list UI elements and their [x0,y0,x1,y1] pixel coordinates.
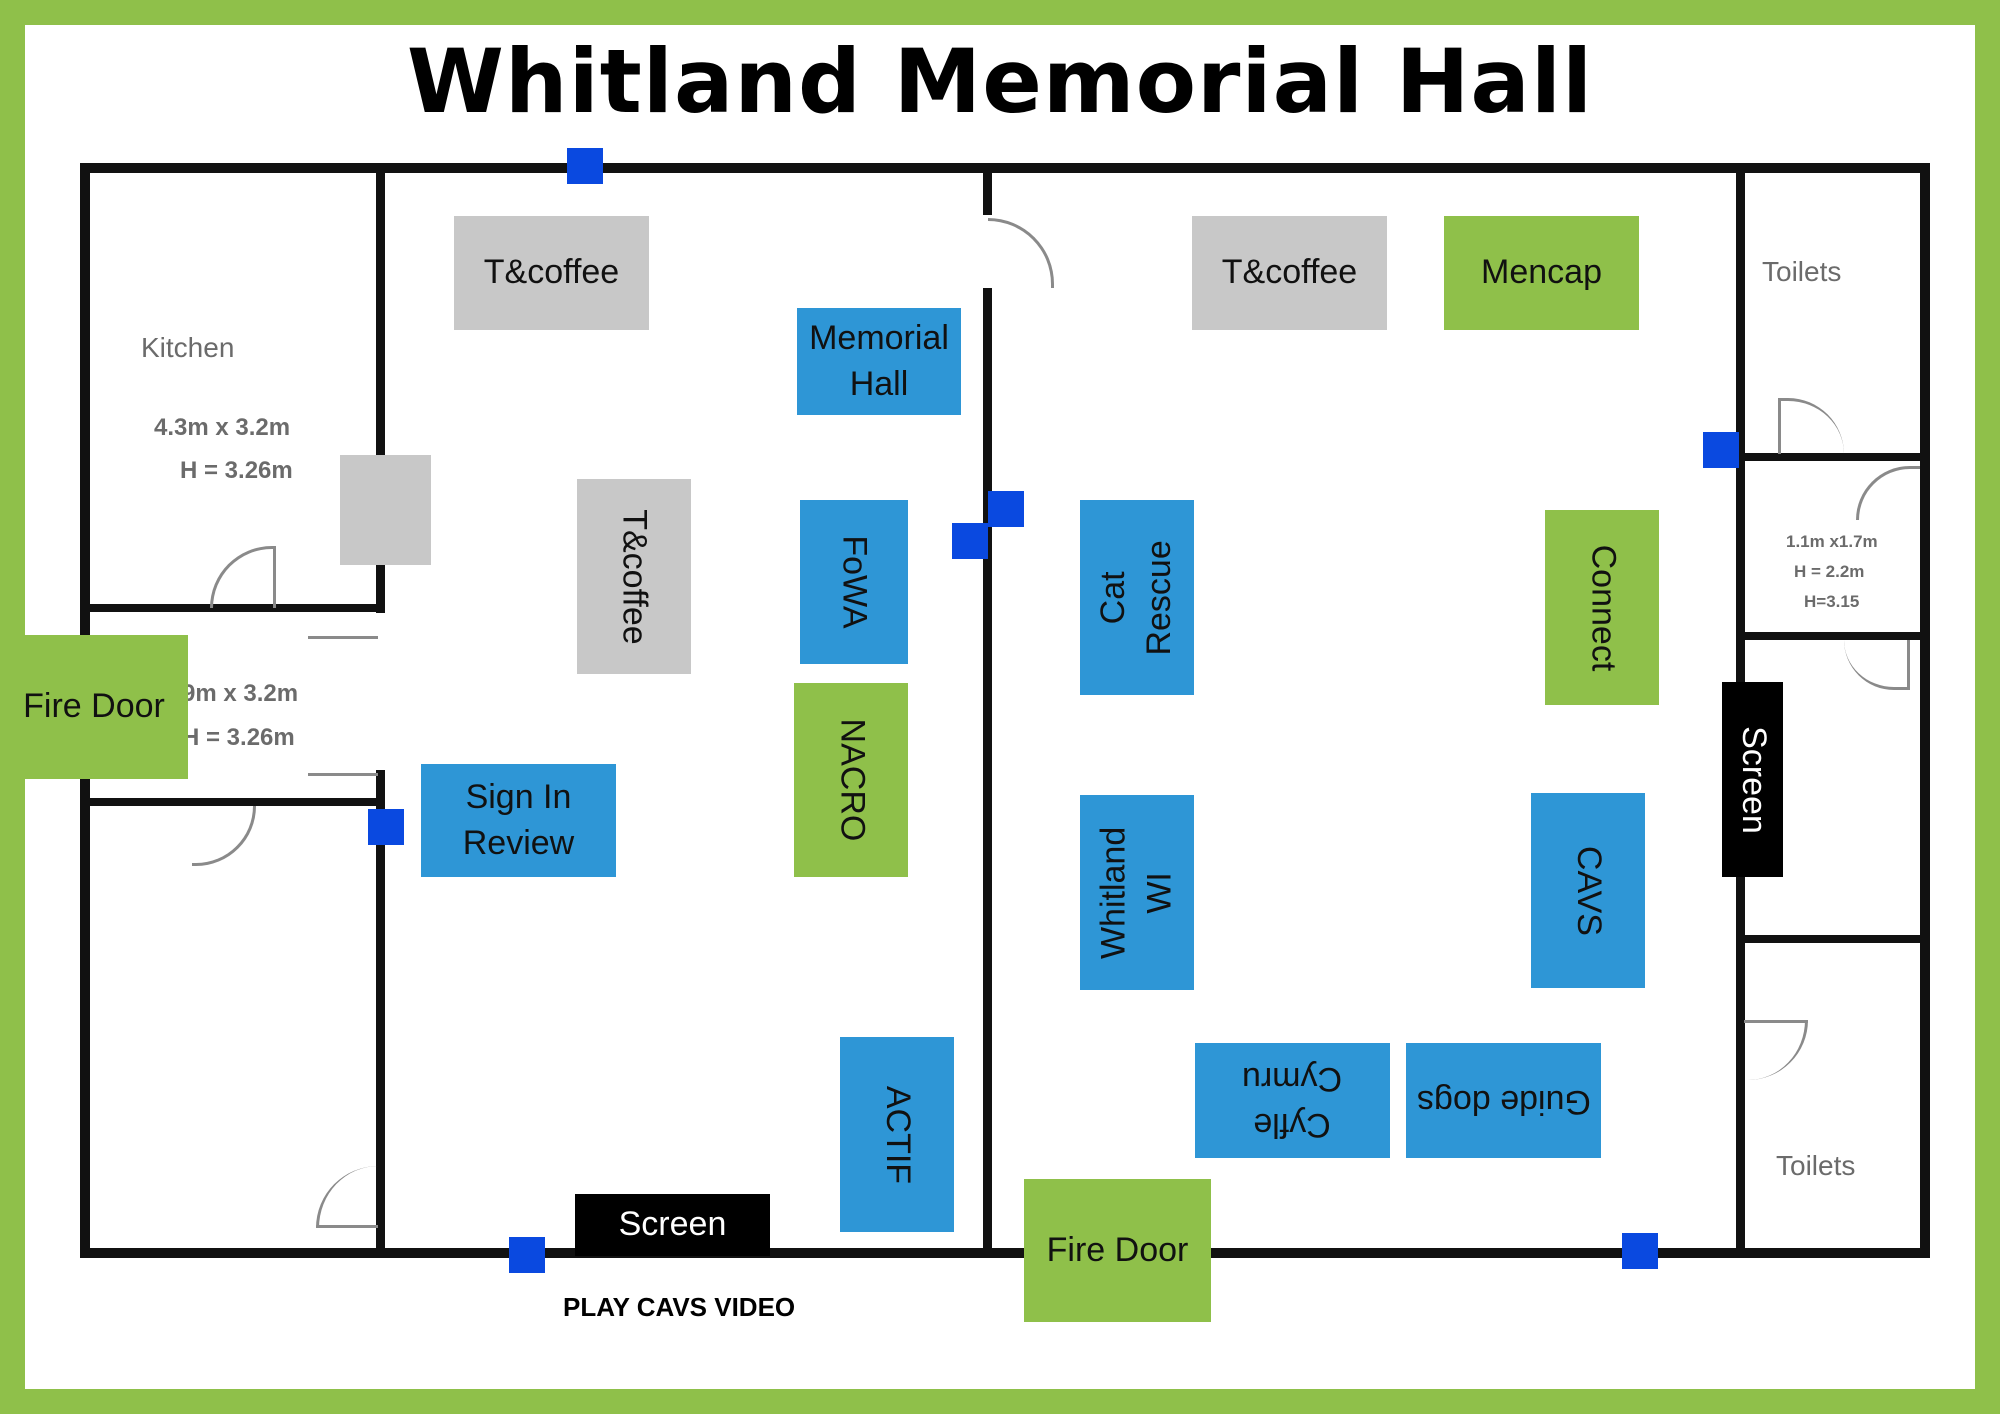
fire-door-left: Fire Door [0,635,188,779]
stall-cyfle-cymru: Cyfle Cymru [1195,1043,1390,1158]
side-room-dims: 9m x 3.2m [182,680,299,707]
kitchen-height: H = 3.26m [180,457,293,484]
stall-mencap: Mencap [1444,216,1639,330]
stall-label-line1: Cat [1094,571,1133,624]
stall-label: CAVS [1569,845,1608,936]
fire-door-label: Fire Door [23,687,165,726]
wall-side-room-bottom [80,798,385,806]
marker-top [567,148,603,184]
wall-bottom-left [80,1248,1025,1258]
stall-label: FoWA [835,535,874,629]
stall-label-group: Cyfle Cymru [1242,1055,1342,1147]
wall-toilets-div-1 [1736,453,1930,461]
kitchen-hatch [340,455,431,565]
stall-label-line2: Cymru [1242,1059,1343,1098]
stall-label-line2: Review [462,823,575,862]
fire-door-bottom: Fire Door [1024,1179,1211,1322]
stall-label: Mencap [1481,253,1602,292]
page-title: Whitland Memorial Hall [406,30,1594,133]
fire-door-label: Fire Door [1046,1230,1189,1269]
marker-bottom-right [1622,1233,1658,1269]
stall-sign-in-review: Sign In Review [421,764,616,877]
stall-label: Connect [1583,544,1622,671]
screen-bottom: Screen [575,1194,770,1256]
stall-label-group: Whitland WI [1091,826,1183,958]
play-video-note: PLAY CAVS VIDEO [563,1292,796,1322]
stall-label-line1: Memorial [809,318,949,357]
stall-guide-dogs: Guide dogs [1406,1043,1601,1158]
stall-label-line1: Cyfle [1253,1105,1332,1144]
marker-divider-upper [988,491,1024,527]
stall-cat-rescue: Cat Rescue [1080,500,1194,695]
stall-label-line2: Hall [849,364,909,403]
wall-kitchen-right-upper [376,163,385,613]
stall-fowa: FoWA [800,500,908,664]
stall-label: T&coffee [1221,253,1358,292]
stall-tcoffee-right: T&coffee [1192,216,1387,330]
toilets-bottom-label: Toilets [1776,1150,1856,1181]
marker-sign-in [368,809,404,845]
stall-label: T&coffee [483,253,620,292]
stall-label-line2: Rescue [1140,539,1178,656]
wall-right [1920,163,1930,1258]
screen-label: Screen [1734,725,1773,834]
stall-label: NACRO [832,718,871,842]
stall-whitland-wi: Whitland WI [1080,795,1194,990]
wall-toilets-div-3 [1736,935,1930,943]
wall-kitchen-right-lower [376,770,385,1258]
stall-label-line2: WI [1140,871,1178,914]
stall-nacro: NACRO [794,683,908,877]
wall-top [80,163,1930,173]
stall-tcoffee-left-top: T&coffee [454,216,649,330]
door-side-room [308,636,378,776]
stall-label-group: Cat Rescue [1091,540,1183,655]
stall-cavs: CAVS [1531,793,1645,988]
small-room-dims: 1.1m x1.7m [1786,532,1878,551]
stall-tcoffee-left-mid: T&coffee [577,479,691,674]
stall-label-line1: Sign In [465,777,572,816]
wall-kitchen-bottom [80,604,385,612]
screen-right: Screen [1722,682,1783,877]
stall-label: ACTIF [878,1085,917,1184]
wall-hall-divider-lower [983,288,992,1258]
marker-divider-lower [952,523,988,559]
stall-actif: ACTIF [840,1037,954,1232]
stall-memorial-hall: Memorial Hall [797,308,961,415]
small-room-height-2: H=3.15 [1804,592,1860,611]
wall-hall-divider-upper [983,163,992,215]
toilets-top-label: Toilets [1762,256,1842,287]
stall-connect: Connect [1545,510,1659,705]
kitchen-dims: 4.3m x 3.2m [154,414,291,441]
kitchen-label: Kitchen [141,332,235,363]
side-room-height: H = 3.26m [182,724,295,751]
wall-bottom-right [1210,1248,1930,1258]
marker-bottom-left [509,1237,545,1273]
stall-label: T&coffee [615,508,654,645]
small-room-height: H = 2.2m [1794,562,1865,581]
wall-toilets-div-2 [1736,632,1930,640]
screen-label: Screen [618,1205,727,1244]
stall-label: Guide dogs [1416,1082,1591,1121]
marker-right [1703,432,1739,468]
stall-label-line1: Whitland [1094,826,1133,959]
